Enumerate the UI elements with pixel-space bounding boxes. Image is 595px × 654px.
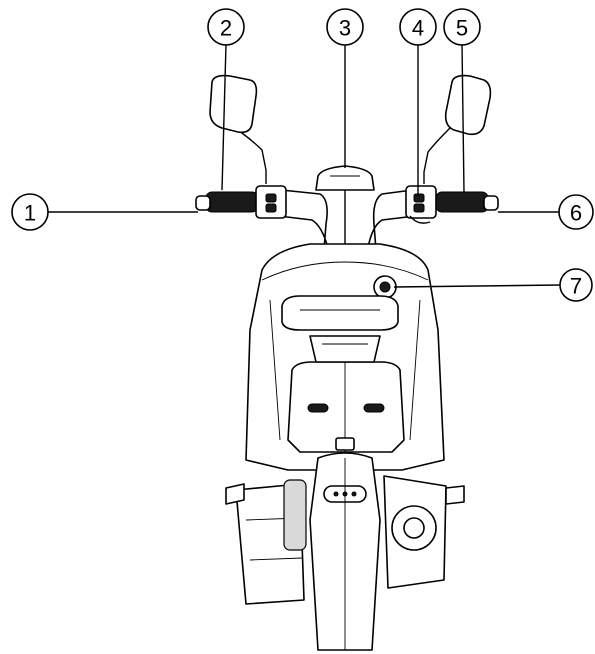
left-mirror (209, 74, 267, 184)
callout-5-number: 5 (456, 16, 468, 41)
motor-right (383, 475, 465, 589)
right-mirror (423, 74, 492, 184)
leader-7 (393, 284, 562, 288)
callout-3: 3 (326, 8, 364, 46)
callout-7: 7 (559, 268, 593, 302)
callout-3-number: 3 (339, 16, 351, 41)
right-grip (405, 185, 499, 224)
leader-5 (461, 43, 465, 193)
callout-5: 5 (443, 8, 481, 46)
callout-4: 4 (399, 8, 437, 46)
scooter-illustration (195, 74, 499, 651)
handlebar (261, 165, 433, 265)
callout-2: 2 (207, 8, 245, 46)
callout-6-number: 6 (570, 201, 582, 226)
leader-lines (48, 43, 562, 288)
front-body (245, 243, 445, 471)
callout-6: 6 (558, 194, 594, 230)
callout-7-number: 7 (570, 274, 582, 299)
left-grip (195, 185, 287, 219)
engine-left (225, 479, 307, 605)
callout-2-number: 2 (220, 16, 232, 41)
callout-1-number: 1 (24, 201, 36, 226)
leader-2 (221, 43, 227, 191)
front-wheel (309, 437, 381, 651)
callout-4-number: 4 (412, 16, 424, 41)
callout-1: 1 (11, 193, 49, 231)
